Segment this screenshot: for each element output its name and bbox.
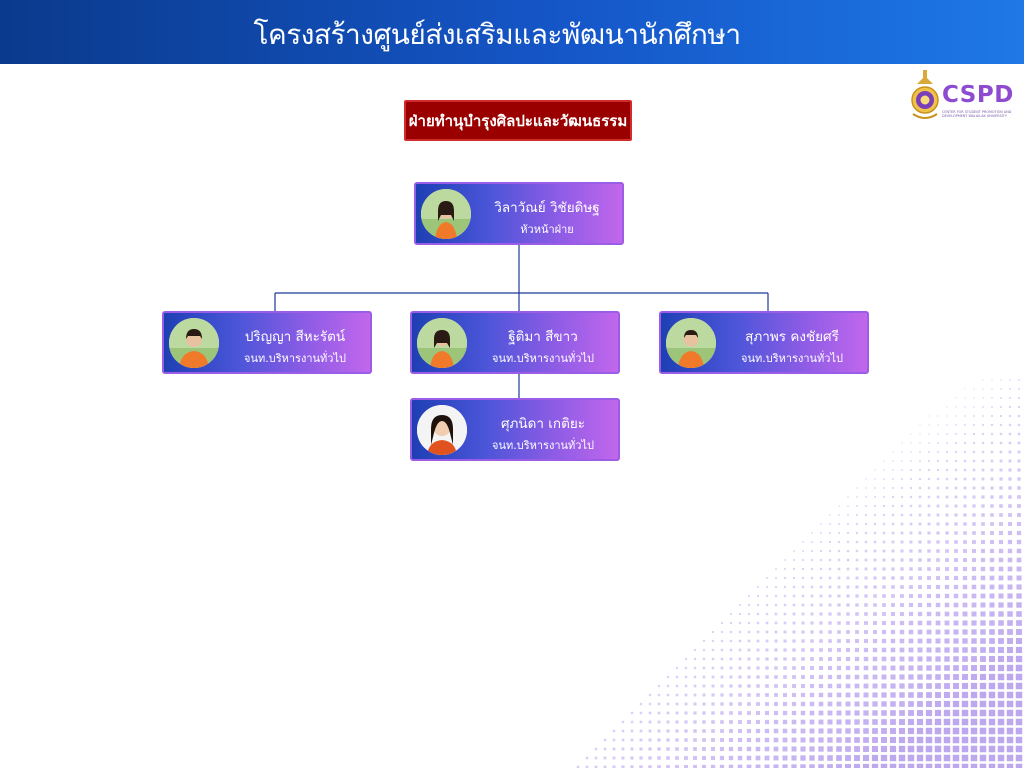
person-role: จนท.บริหารงานทั่วไป <box>492 352 594 365</box>
person-name: ฐิติมา สีขาว <box>508 329 578 345</box>
person-photo-icon <box>417 405 467 455</box>
university-emblem-icon <box>911 70 939 119</box>
person-card-staff[interactable]: ศุภนิดา เกติยะ จนท.บริหารงานทั่วไป <box>410 398 620 461</box>
person-role: จนท.บริหารงานทั่วไป <box>741 352 843 365</box>
person-role: หัวหน้าฝ่าย <box>520 223 574 236</box>
person-photo-icon <box>666 318 716 368</box>
person-role: จนท.บริหารงานทั่วไป <box>244 352 346 365</box>
page-title: โครงสร้างศูนย์ส่งเสริมและพัฒนานักศึกษา <box>253 18 741 51</box>
person-photo-icon <box>417 318 467 368</box>
person-photo-icon <box>421 189 471 239</box>
person-card-staff[interactable]: ปริญญา สีหะรัตน์ จนท.บริหารงานทั่วไป <box>162 311 372 374</box>
logo-text: CSPD <box>942 82 1014 108</box>
person-card-staff[interactable]: ฐิติมา สีขาว จนท.บริหารงานทั่วไป <box>410 311 620 374</box>
person-role: จนท.บริหารงานทั่วไป <box>492 439 594 452</box>
person-name: ปริญญา สีหะรัตน์ <box>244 329 346 345</box>
person-name: วิลาวัณย์ วิชัยดิษฐ <box>494 200 600 216</box>
cspd-logo: CSPD CENTER FOR STUDENT PROMOTION AND DE… <box>906 68 1018 126</box>
header-bar: โครงสร้างศูนย์ส่งเสริมและพัฒนานักศึกษา <box>0 0 1024 64</box>
person-name: สุภาพร คงชัยศรี <box>745 329 839 345</box>
department-label: ฝ่ายทำนุบำรุงศิลปะและวัฒนธรรม <box>404 100 632 141</box>
person-card-staff[interactable]: สุภาพร คงชัยศรี จนท.บริหารงานทั่วไป <box>659 311 869 374</box>
person-card-head[interactable]: วิลาวัณย์ วิชัยดิษฐ หัวหน้าฝ่าย <box>414 182 624 245</box>
person-photo-icon <box>169 318 219 368</box>
logo-subtext: CENTER FOR STUDENT PROMOTION AND DEVELOP… <box>942 110 1012 118</box>
person-name: ศุภนิดา เกติยะ <box>500 416 586 432</box>
